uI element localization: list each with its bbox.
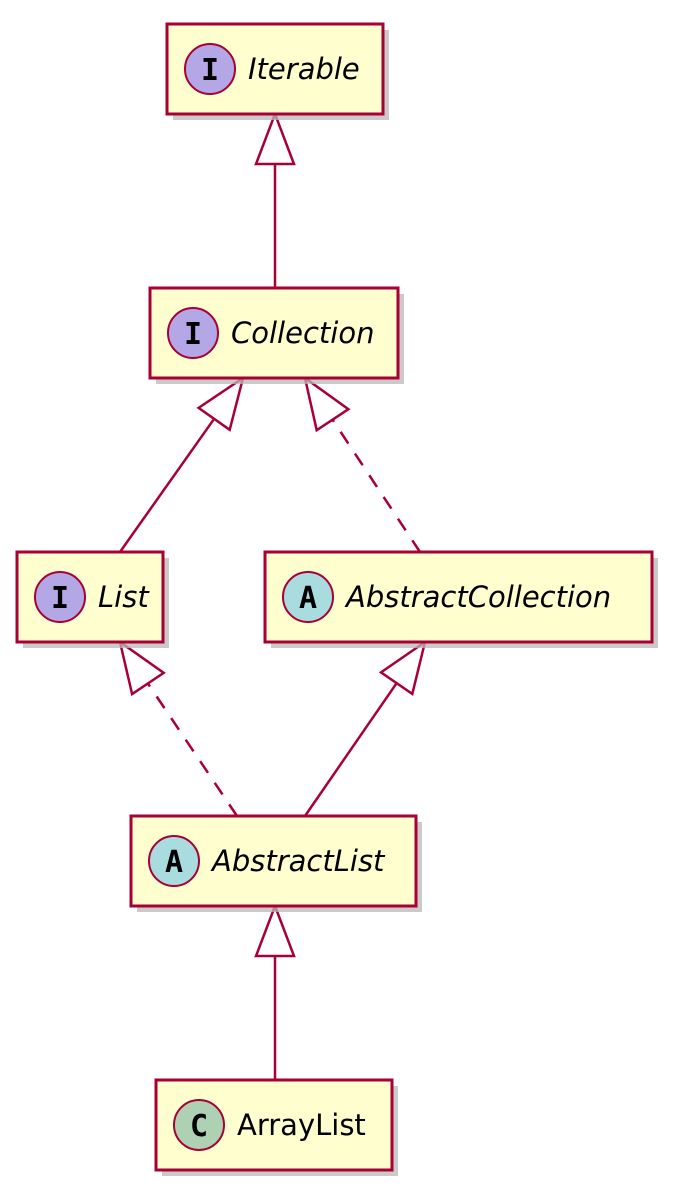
node-label: ArrayList [237,1108,366,1142]
inheritance-arrowhead [118,639,166,697]
node-abstract-list[interactable]: A AbstractList [129,814,422,912]
node-abstract-collection[interactable]: A AbstractCollection [263,550,658,648]
interface-badge-icon [184,43,236,95]
node-label: List [98,580,150,614]
edge-abstract-list-to-abstract-collection [303,639,427,817]
abstract-badge-icon [148,835,200,887]
node-label: Collection [231,316,374,350]
edge-abstract-list-to-list [118,639,239,817]
interface-badge-icon [34,571,86,623]
node-label: AbstractList [210,844,386,878]
inheritance-arrowhead [378,639,427,696]
class-badge-icon [173,1099,225,1151]
edge-line [303,682,398,817]
badge-letter: I [51,581,69,616]
edge-line [331,419,422,553]
node-label: Iterable [248,52,360,86]
badge-letter: I [184,317,202,352]
badge-letter: A [299,581,317,616]
inheritance-arrowhead [254,110,296,166]
inheritance-arrowhead [303,375,351,433]
edge-collection-to-iterable [254,110,296,288]
inheritance-arrowhead [196,375,246,432]
badge-letter: I [201,53,219,88]
edge-array-list-to-abstract-list [254,902,296,1080]
badge-letter: A [165,845,183,880]
inheritance-arrowhead [254,902,296,958]
badge-letter: C [190,1109,208,1144]
node-collection[interactable]: I Collection [148,286,404,384]
edge-line [146,682,239,817]
edge-abstract-collection-to-collection [303,375,422,553]
node-iterable[interactable]: I Iterable [165,22,389,120]
interface-badge-icon [167,307,219,359]
node-label: AbstractCollection [344,580,611,614]
edge-line [118,418,216,553]
edges-layer [118,110,427,1080]
node-list[interactable]: I List [15,550,169,648]
node-array-list[interactable]: C ArrayList [154,1078,398,1176]
abstract-badge-icon [282,571,334,623]
edge-list-to-collection [118,375,246,553]
